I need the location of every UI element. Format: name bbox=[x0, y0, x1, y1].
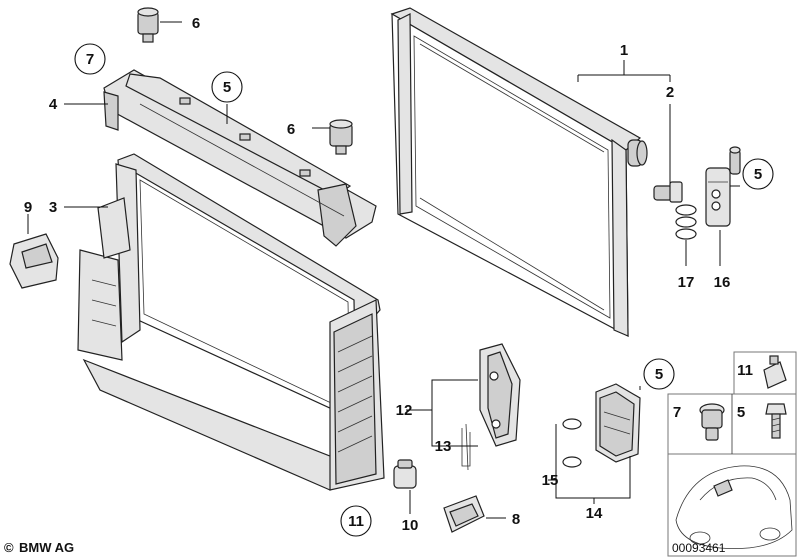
rubber-mount-top bbox=[137, 7, 159, 43]
copyright-symbol: © bbox=[4, 540, 14, 555]
valve-16-part bbox=[705, 146, 741, 227]
clip-13-part bbox=[461, 423, 471, 471]
callout-16: 16 bbox=[714, 274, 731, 291]
callout-11: 11 bbox=[348, 513, 364, 530]
clip-10-part bbox=[393, 459, 417, 489]
callout-12: 12 bbox=[396, 402, 413, 419]
o-rings-17-part bbox=[675, 204, 697, 240]
callout-7: 7 bbox=[86, 51, 94, 68]
callout-circle-11 bbox=[340, 505, 372, 537]
callout-6-middle: 6 bbox=[287, 121, 295, 138]
document-number: 00093461 bbox=[672, 541, 726, 555]
brand-label: BMW AG bbox=[19, 540, 74, 555]
callout-9: 9 bbox=[24, 199, 32, 216]
callout-5-inset: 5 bbox=[737, 404, 745, 421]
callout-circle-5-top bbox=[211, 71, 243, 103]
callout-6-top: 6 bbox=[192, 15, 200, 32]
o-rings-15-part bbox=[562, 418, 582, 468]
callout-circle-7 bbox=[74, 43, 106, 75]
callout-circle-5-lower bbox=[643, 358, 675, 390]
callout-7-inset: 7 bbox=[673, 404, 681, 421]
callout-3: 3 bbox=[49, 199, 57, 216]
callout-15: 15 bbox=[542, 472, 559, 489]
callout-5-top: 5 bbox=[223, 79, 231, 96]
callout-4: 4 bbox=[49, 96, 58, 113]
bracket-9-part bbox=[9, 233, 59, 289]
inset-legend bbox=[667, 351, 797, 557]
callout-circle-5-right bbox=[742, 158, 774, 190]
callout-8: 8 bbox=[512, 511, 520, 528]
callout-5-right: 5 bbox=[754, 166, 762, 183]
callout-11-inset: 11 bbox=[737, 362, 753, 379]
radiator-part bbox=[390, 7, 648, 338]
callout-2: 2 bbox=[666, 84, 674, 101]
fan-shroud-part bbox=[77, 153, 385, 491]
temperature-sensor-part bbox=[653, 181, 683, 203]
callout-10: 10 bbox=[402, 517, 419, 534]
oil-cooler-14-part bbox=[595, 383, 641, 463]
callout-1: 1 bbox=[620, 42, 628, 59]
cover-8-part bbox=[443, 495, 485, 533]
callout-5-lower: 5 bbox=[655, 366, 663, 383]
leader-lines bbox=[27, 21, 740, 519]
callout-13: 13 bbox=[435, 438, 452, 455]
callout-17: 17 bbox=[678, 274, 695, 291]
bracket-12-part bbox=[479, 343, 521, 447]
rubber-mount-middle bbox=[329, 119, 353, 155]
upper-support-part bbox=[103, 69, 377, 247]
callout-14: 14 bbox=[586, 505, 603, 522]
